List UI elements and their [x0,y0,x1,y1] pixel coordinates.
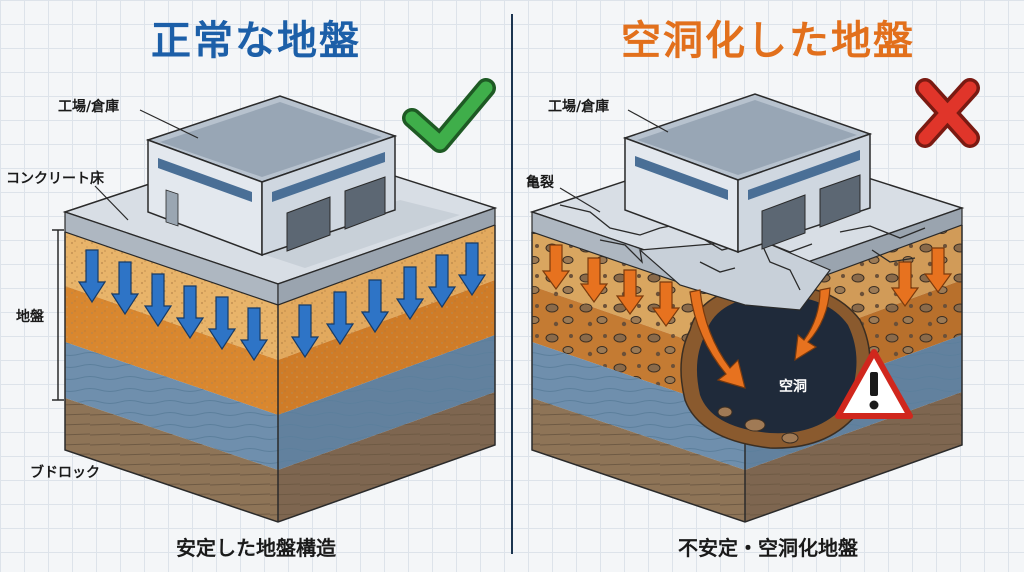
right-building-label: 工場/倉庫 [548,99,610,115]
warning-triangle-icon [835,349,913,419]
cross-icon [915,78,980,148]
left-ground-bracket [52,229,64,401]
right-building [622,93,873,254]
bedrock-label: ブドロック [30,465,100,481]
right-leader-lines [559,109,669,213]
panel-divider [511,14,513,554]
concrete-floor-label: コンクリート床 [6,171,104,187]
cavity [680,283,871,449]
cavity-label: 空洞 [779,379,807,395]
left-building [145,95,398,257]
left-load-arrows [77,242,487,362]
left-leader-lines [94,109,199,221]
left-building-label: 工場/倉庫 [58,99,120,115]
right-panel-caption: 不安定・空洞化地盤 [678,536,858,560]
left-panel-caption: 安定した地盤構造 [176,536,336,560]
check-icon [402,78,496,153]
ground-label: 地盤 [16,309,44,325]
crack-label: 亀裂 [526,175,554,191]
right-load-arrows [541,244,953,389]
left-panel-title: 正常な地盤 [151,18,361,64]
right-panel-title: 空洞化した地盤 [621,18,915,64]
